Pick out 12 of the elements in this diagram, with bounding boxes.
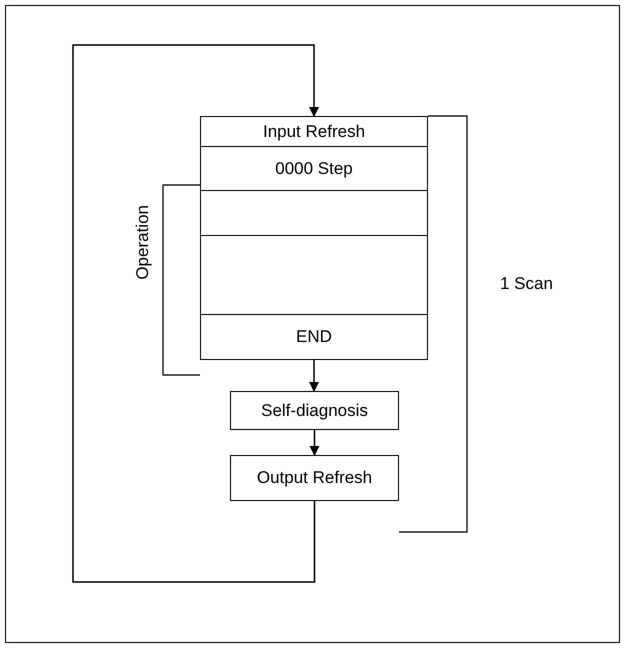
bracket-label: 1 Scan — [500, 274, 553, 294]
process-box: Self-diagnosis — [230, 391, 399, 430]
arrow — [309, 360, 319, 392]
process-box: 0000 Step — [200, 146, 428, 192]
loop-arrow — [72, 44, 319, 583]
arrow — [310, 430, 320, 456]
process-box: Input Refresh — [200, 116, 428, 148]
empty-box — [200, 235, 428, 316]
bracket-label: Operation — [133, 205, 153, 280]
process-box: END — [200, 314, 428, 360]
empty-box — [200, 190, 428, 237]
process-box: Output Refresh — [230, 455, 399, 501]
